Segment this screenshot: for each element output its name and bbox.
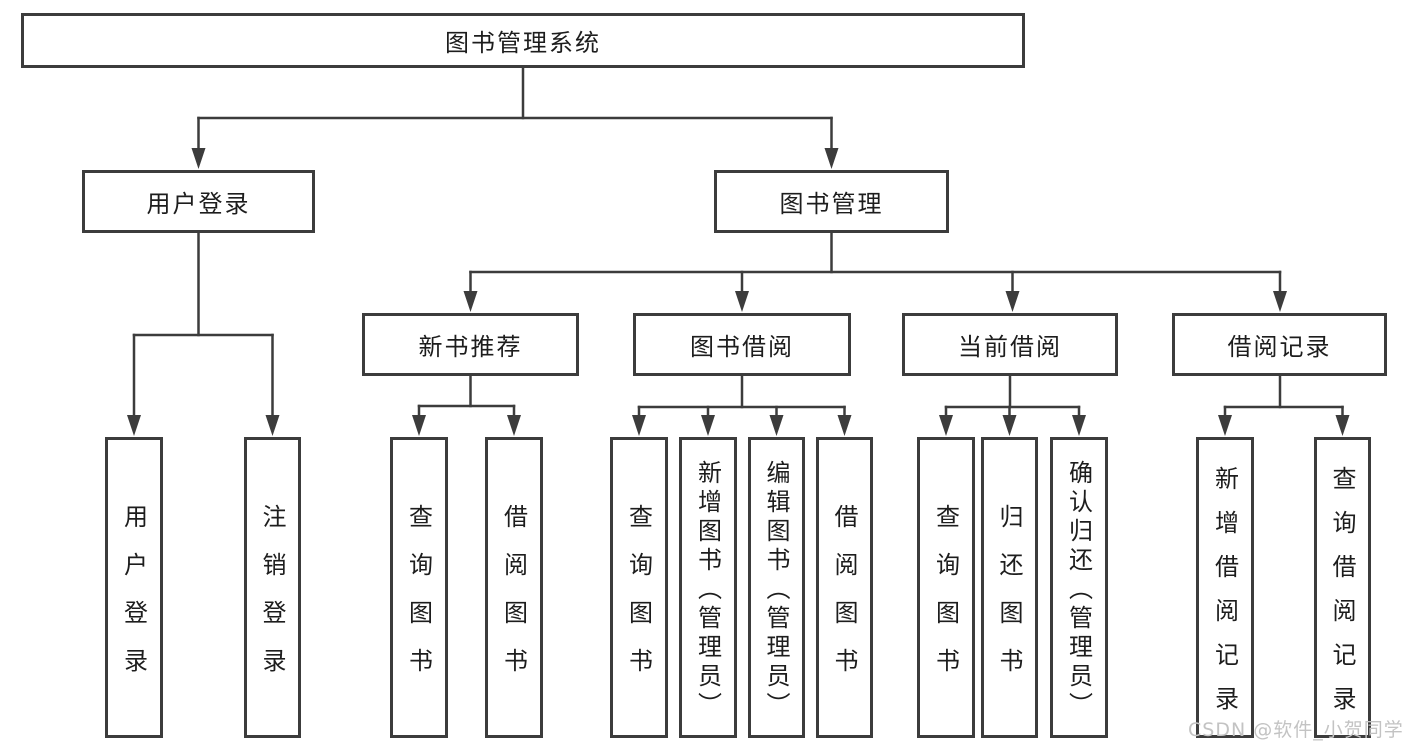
leaf-return-books: 归还图书 bbox=[981, 437, 1038, 738]
leaf-query-books-borrow: 查询图书 bbox=[610, 437, 668, 738]
leaf-add-books-admin: 新增图书（管理员） bbox=[679, 437, 737, 738]
leaf-logout: 注销登录 bbox=[244, 437, 301, 738]
leaf-query-books-current: 查询图书 bbox=[917, 437, 975, 738]
leaf-borrow-books-recommend: 借阅图书 bbox=[485, 437, 543, 738]
leaf-borrow-books: 借阅图书 bbox=[816, 437, 873, 738]
node-user-login: 用户登录 bbox=[82, 170, 315, 233]
leaf-edit-books-admin: 编辑图书（管理员） bbox=[748, 437, 805, 738]
node-book-borrow: 图书借阅 bbox=[633, 313, 851, 376]
leaf-query-borrow-record: 查询借阅记录 bbox=[1314, 437, 1371, 738]
leaf-add-borrow-record: 新增借阅记录 bbox=[1196, 437, 1254, 738]
node-current-borrow: 当前借阅 bbox=[902, 313, 1118, 376]
csdn-watermark: CSDN @软件_小贺同学 bbox=[1188, 719, 1404, 741]
leaf-user-login: 用户登录 bbox=[105, 437, 163, 738]
leaf-query-books-recommend: 查询图书 bbox=[390, 437, 448, 738]
node-book-management: 图书管理 bbox=[714, 170, 949, 233]
leaf-confirm-return-admin: 确认归还（管理员） bbox=[1050, 437, 1108, 738]
node-library-system: 图书管理系统 bbox=[21, 13, 1025, 68]
node-borrow-records: 借阅记录 bbox=[1172, 313, 1387, 376]
node-new-book-recommend: 新书推荐 bbox=[362, 313, 579, 376]
